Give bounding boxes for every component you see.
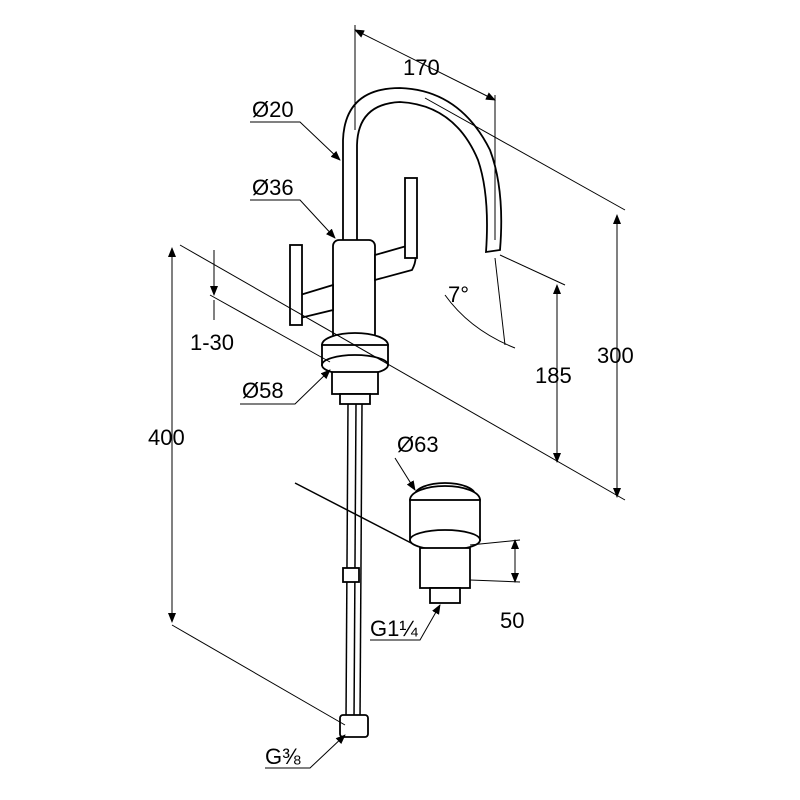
label-deck-thickness: 1-30 <box>190 330 234 355</box>
left-lever <box>289 244 303 326</box>
dimension-labels: 170 Ø20 Ø36 1-30 Ø58 400 185 300 7° Ø63 … <box>148 55 634 769</box>
label-base-diameter: Ø58 <box>242 378 284 403</box>
label-spout-diameter: Ø20 <box>252 97 294 122</box>
label-supply-thread: G⅜ <box>265 744 301 769</box>
spout <box>342 87 503 254</box>
dimension-lines <box>168 25 626 769</box>
supply-hose-1 <box>345 403 349 721</box>
label-spout-reach: 170 <box>403 55 440 80</box>
label-spout-angle: 7° <box>448 282 469 307</box>
pull-rod <box>294 482 416 546</box>
label-waste-diameter: Ø63 <box>397 432 439 457</box>
mounting-nut <box>331 371 379 395</box>
supply-connector <box>339 714 369 738</box>
popup-waste <box>409 482 481 604</box>
label-waste-height: 50 <box>500 608 524 633</box>
label-total-length: 400 <box>148 425 185 450</box>
right-lever <box>404 177 418 259</box>
label-outlet-height: 185 <box>535 363 572 388</box>
label-waste-thread: G1¼ <box>370 616 418 641</box>
body-column <box>332 239 376 341</box>
supply-hose-2 <box>359 403 363 721</box>
label-body-diameter: Ø36 <box>252 175 294 200</box>
label-overall-height: 300 <box>597 343 634 368</box>
faucet <box>289 87 503 738</box>
